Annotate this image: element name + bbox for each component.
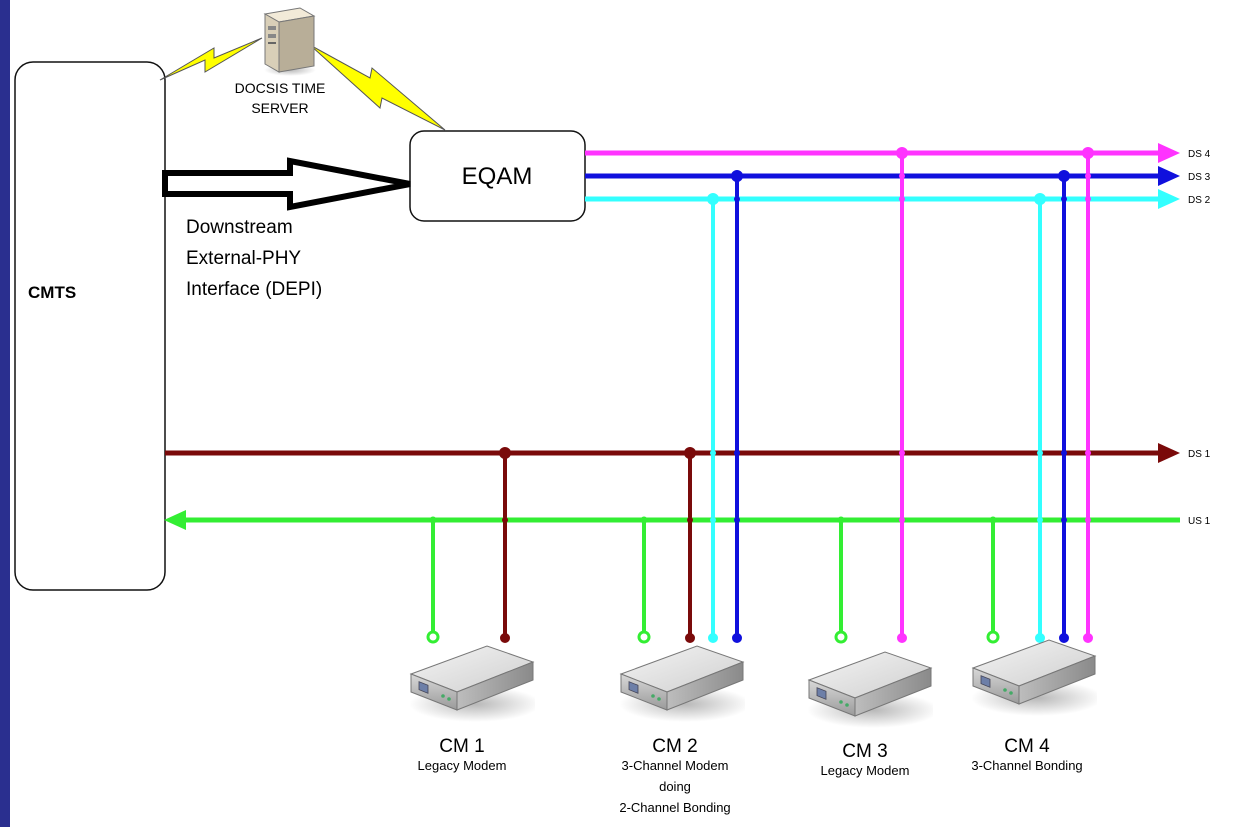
lightning-bolt-icon (159, 37, 446, 131)
cm3-label: CM 3 Legacy Modem (821, 741, 910, 778)
us1-arrowhead (164, 510, 186, 530)
channel-labels: DS 4 DS 3 DS 2 DS 1 US 1 (1188, 149, 1211, 527)
cm4-label: CM 4 3-Channel Bonding (971, 736, 1082, 773)
cm2-name: CM 2 (652, 736, 697, 757)
ds4-arrowhead (1158, 143, 1180, 163)
ds3-label: DS 3 (1188, 172, 1211, 183)
cm2-desc-2: doing (659, 779, 691, 794)
cm1-desc: Legacy Modem (418, 758, 507, 773)
cm2-label: CM 2 3-Channel Modem doing 2-Channel Bon… (619, 736, 730, 815)
depi-arrow (162, 157, 411, 211)
ds1-label: DS 1 (1188, 449, 1211, 460)
time-server-label: DOCSIS TIME SERVER (235, 80, 326, 116)
junction-dots (429, 147, 1094, 524)
ds2-arrowhead (1158, 189, 1180, 209)
ds2-label: DS 2 (1188, 195, 1211, 206)
eqam-label: EQAM (462, 163, 533, 190)
cm4-name: CM 4 (1004, 736, 1050, 757)
time-server-line-2: SERVER (251, 100, 308, 116)
depi-label: Downstream External-PHY Interface (DEPI) (186, 217, 322, 300)
channel-arrowheads (164, 143, 1180, 530)
depi-line-2: External-PHY (186, 248, 301, 269)
cmts-label: CMTS (28, 283, 76, 302)
cm2-desc-1: 3-Channel Modem (622, 758, 729, 773)
depi-line-1: Downstream (186, 217, 293, 238)
us1-label: US 1 (1188, 516, 1211, 527)
time-server-line-1: DOCSIS TIME (235, 80, 326, 96)
ds3-arrowhead (1158, 166, 1180, 186)
cm1-name: CM 1 (439, 736, 484, 757)
cmts-box (14, 61, 166, 591)
ds4-label: DS 4 (1188, 149, 1211, 160)
drop-lines (431, 153, 1090, 637)
cm2-desc-3: 2-Channel Bonding (619, 800, 730, 815)
cm4-desc: 3-Channel Bonding (971, 758, 1082, 773)
ds1-arrowhead (1158, 443, 1180, 463)
server-icon (263, 7, 316, 76)
cm3-desc: Legacy Modem (821, 763, 910, 778)
cm3-name: CM 3 (842, 741, 887, 762)
modem-labels: CM 1 Legacy Modem CM 2 3-Channel Modem d… (418, 736, 1083, 815)
cm1-label: CM 1 Legacy Modem (418, 736, 507, 773)
depi-line-3: Interface (DEPI) (186, 279, 322, 300)
terminal-dots (426, 630, 1093, 644)
